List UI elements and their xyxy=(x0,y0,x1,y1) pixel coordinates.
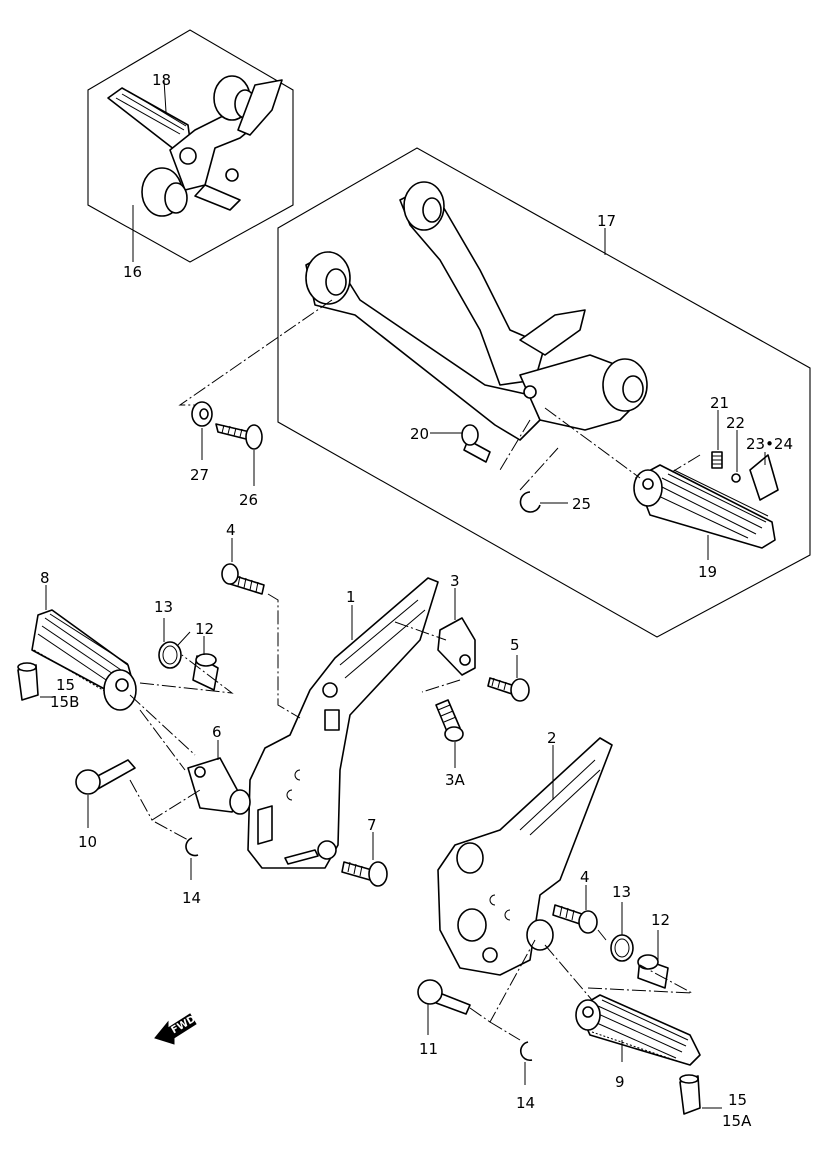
footpeg-8 xyxy=(31,609,137,711)
callout-19: 19 xyxy=(698,563,717,581)
assembly-box-17 xyxy=(277,147,811,638)
detent-12-left xyxy=(192,653,219,691)
callout-1: 1 xyxy=(346,588,356,606)
callout-15-right: 15 xyxy=(728,1091,747,1109)
callout-27: 27 xyxy=(190,466,209,484)
callout-12-right: 12 xyxy=(651,911,670,929)
callout-22: 22 xyxy=(726,414,745,432)
callout-15b: 15B xyxy=(50,693,79,711)
pivot-6 xyxy=(187,757,251,815)
clip-14-left xyxy=(185,837,199,857)
spring-13-right xyxy=(597,929,634,962)
bolt-5 xyxy=(487,677,530,702)
assembly-box-16 xyxy=(87,29,294,263)
callout-4-left: 4 xyxy=(226,521,236,539)
spring-13-left xyxy=(158,631,191,669)
callout-3a: 3A xyxy=(445,771,466,789)
rear-footpeg-19 xyxy=(633,464,776,549)
bracket-1 xyxy=(247,577,439,869)
callout-10: 10 xyxy=(78,833,97,851)
ball-22 xyxy=(731,473,741,483)
callout-21: 21 xyxy=(710,394,729,412)
callout-3: 3 xyxy=(450,572,460,590)
callout-8: 8 xyxy=(40,569,50,587)
callout-18: 18 xyxy=(152,71,171,89)
callout-13-left: 13 xyxy=(154,598,173,616)
peg-slider-15b xyxy=(17,662,39,701)
callout-11: 11 xyxy=(419,1040,438,1058)
assembly-16-illustration xyxy=(107,75,283,217)
footpeg-9 xyxy=(575,994,701,1066)
detent-12-right xyxy=(637,954,669,989)
callout-9: 9 xyxy=(615,1073,625,1091)
bolt-4-right xyxy=(552,904,598,934)
bolt-4-left xyxy=(221,563,265,595)
callout-6: 6 xyxy=(212,723,222,741)
plate-23-24 xyxy=(749,454,779,501)
pin-10 xyxy=(75,759,136,795)
bolt-26 xyxy=(215,423,263,450)
callout-7: 7 xyxy=(367,816,377,834)
callout-16: 16 xyxy=(123,263,142,281)
spring-21 xyxy=(711,451,723,469)
callout-15a: 15A xyxy=(722,1112,752,1130)
forward-arrow-icon: FWD xyxy=(154,1013,198,1045)
rear-bracket-17 xyxy=(305,181,648,441)
bolt-3a xyxy=(435,699,464,742)
callout-26: 26 xyxy=(239,491,258,509)
peg-slider-15a xyxy=(679,1074,701,1115)
callout-2: 2 xyxy=(547,729,557,747)
callout-20: 20 xyxy=(410,425,429,443)
callout-14-right: 14 xyxy=(516,1094,535,1112)
callout-4-right: 4 xyxy=(580,868,590,886)
callout-17: 17 xyxy=(597,212,616,230)
callout-23-24: 23•24 xyxy=(746,435,793,453)
clip-14-right xyxy=(519,1041,533,1062)
block-3 xyxy=(437,617,476,676)
callout-14-left: 14 xyxy=(182,889,201,907)
callout-5: 5 xyxy=(510,636,520,654)
fwd-label: FWD xyxy=(170,1014,198,1037)
pin-11 xyxy=(417,979,471,1015)
callout-13-right: 13 xyxy=(612,883,631,901)
clip-25 xyxy=(519,491,541,513)
washer-27 xyxy=(191,401,213,427)
pin-20 xyxy=(461,424,491,463)
callout-25: 25 xyxy=(572,495,591,513)
callout-12-left: 12 xyxy=(195,620,214,638)
bolt-7 xyxy=(341,861,388,887)
callout-15-left: 15 xyxy=(56,676,75,694)
